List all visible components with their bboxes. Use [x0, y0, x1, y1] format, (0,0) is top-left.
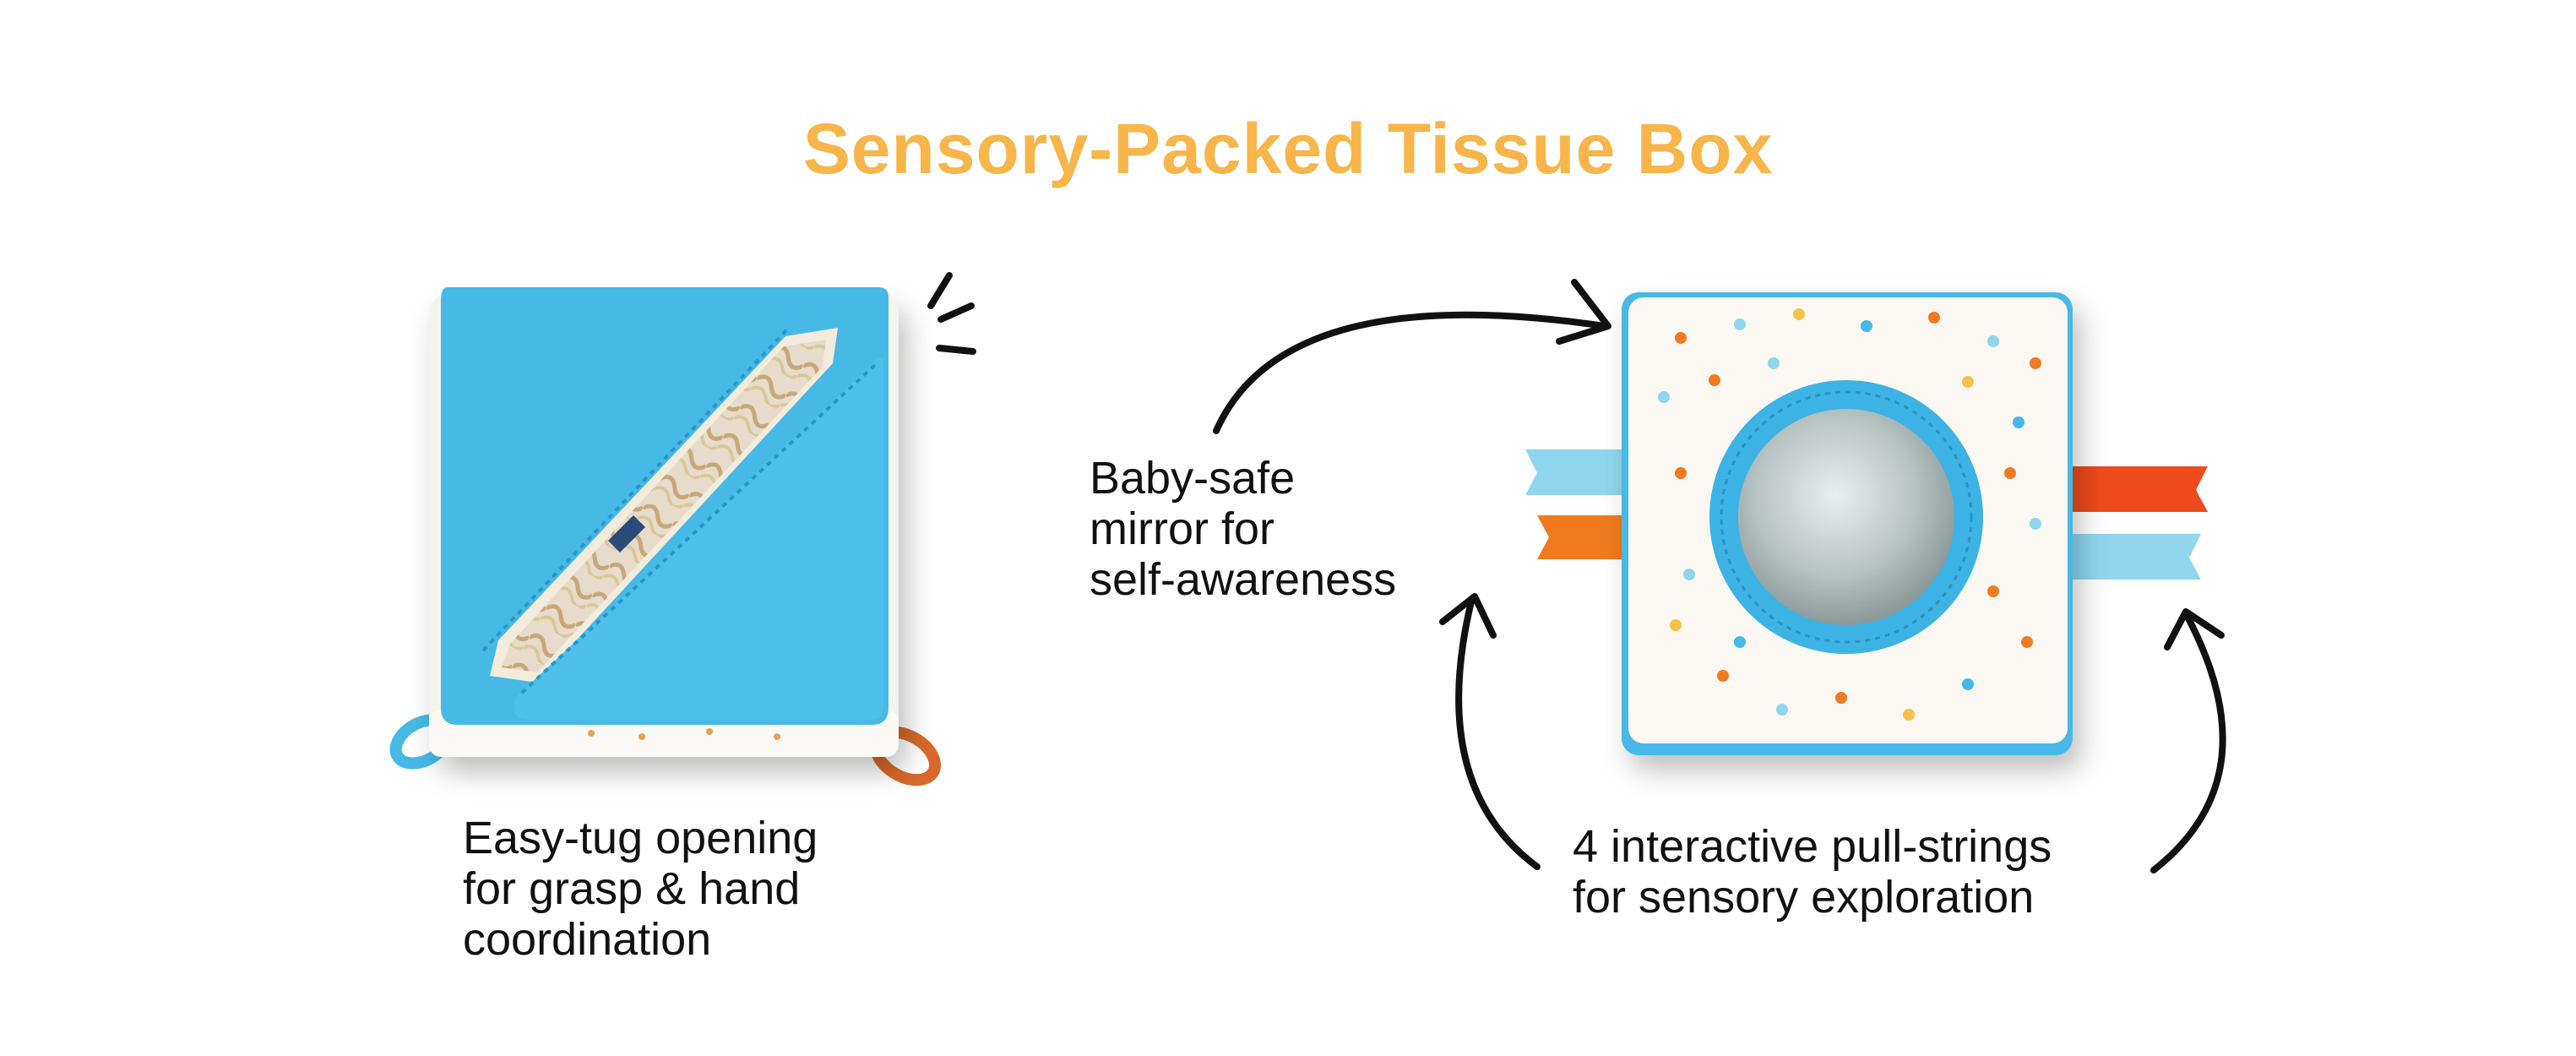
caption-strings: 4 interactive pull-strings for sensory e…	[1573, 821, 2052, 923]
ribbon-red-right	[2068, 466, 2208, 512]
tissue-box-right	[1525, 292, 2208, 755]
page-title: Sensory-Packed Tissue Box	[802, 109, 1774, 188]
caption-mirror: Baby-safe mirror for self-awareness	[1090, 453, 1396, 605]
caption-opening: Easy-tug opening for grasp & hand coordi…	[463, 813, 818, 965]
burst-lines-icon	[927, 272, 976, 355]
caption-line: coordination	[463, 914, 712, 965]
caption-line: Easy-tug opening	[463, 813, 818, 863]
caption-line: for grasp & hand	[463, 863, 801, 914]
ribbon-light-blue-right	[2068, 534, 2201, 580]
caption-line: mirror for	[1090, 504, 1274, 554]
caption-line: Baby-safe	[1090, 453, 1296, 504]
caption-line: 4 interactive pull-strings	[1573, 821, 2052, 872]
curved-arrow-icon	[1213, 279, 2226, 874]
caption-line: self-awareness	[1090, 554, 1397, 605]
mirror	[1738, 409, 1954, 625]
tissue-box-left	[389, 287, 942, 787]
caption-line: for sensory exploration	[1573, 872, 2035, 923]
